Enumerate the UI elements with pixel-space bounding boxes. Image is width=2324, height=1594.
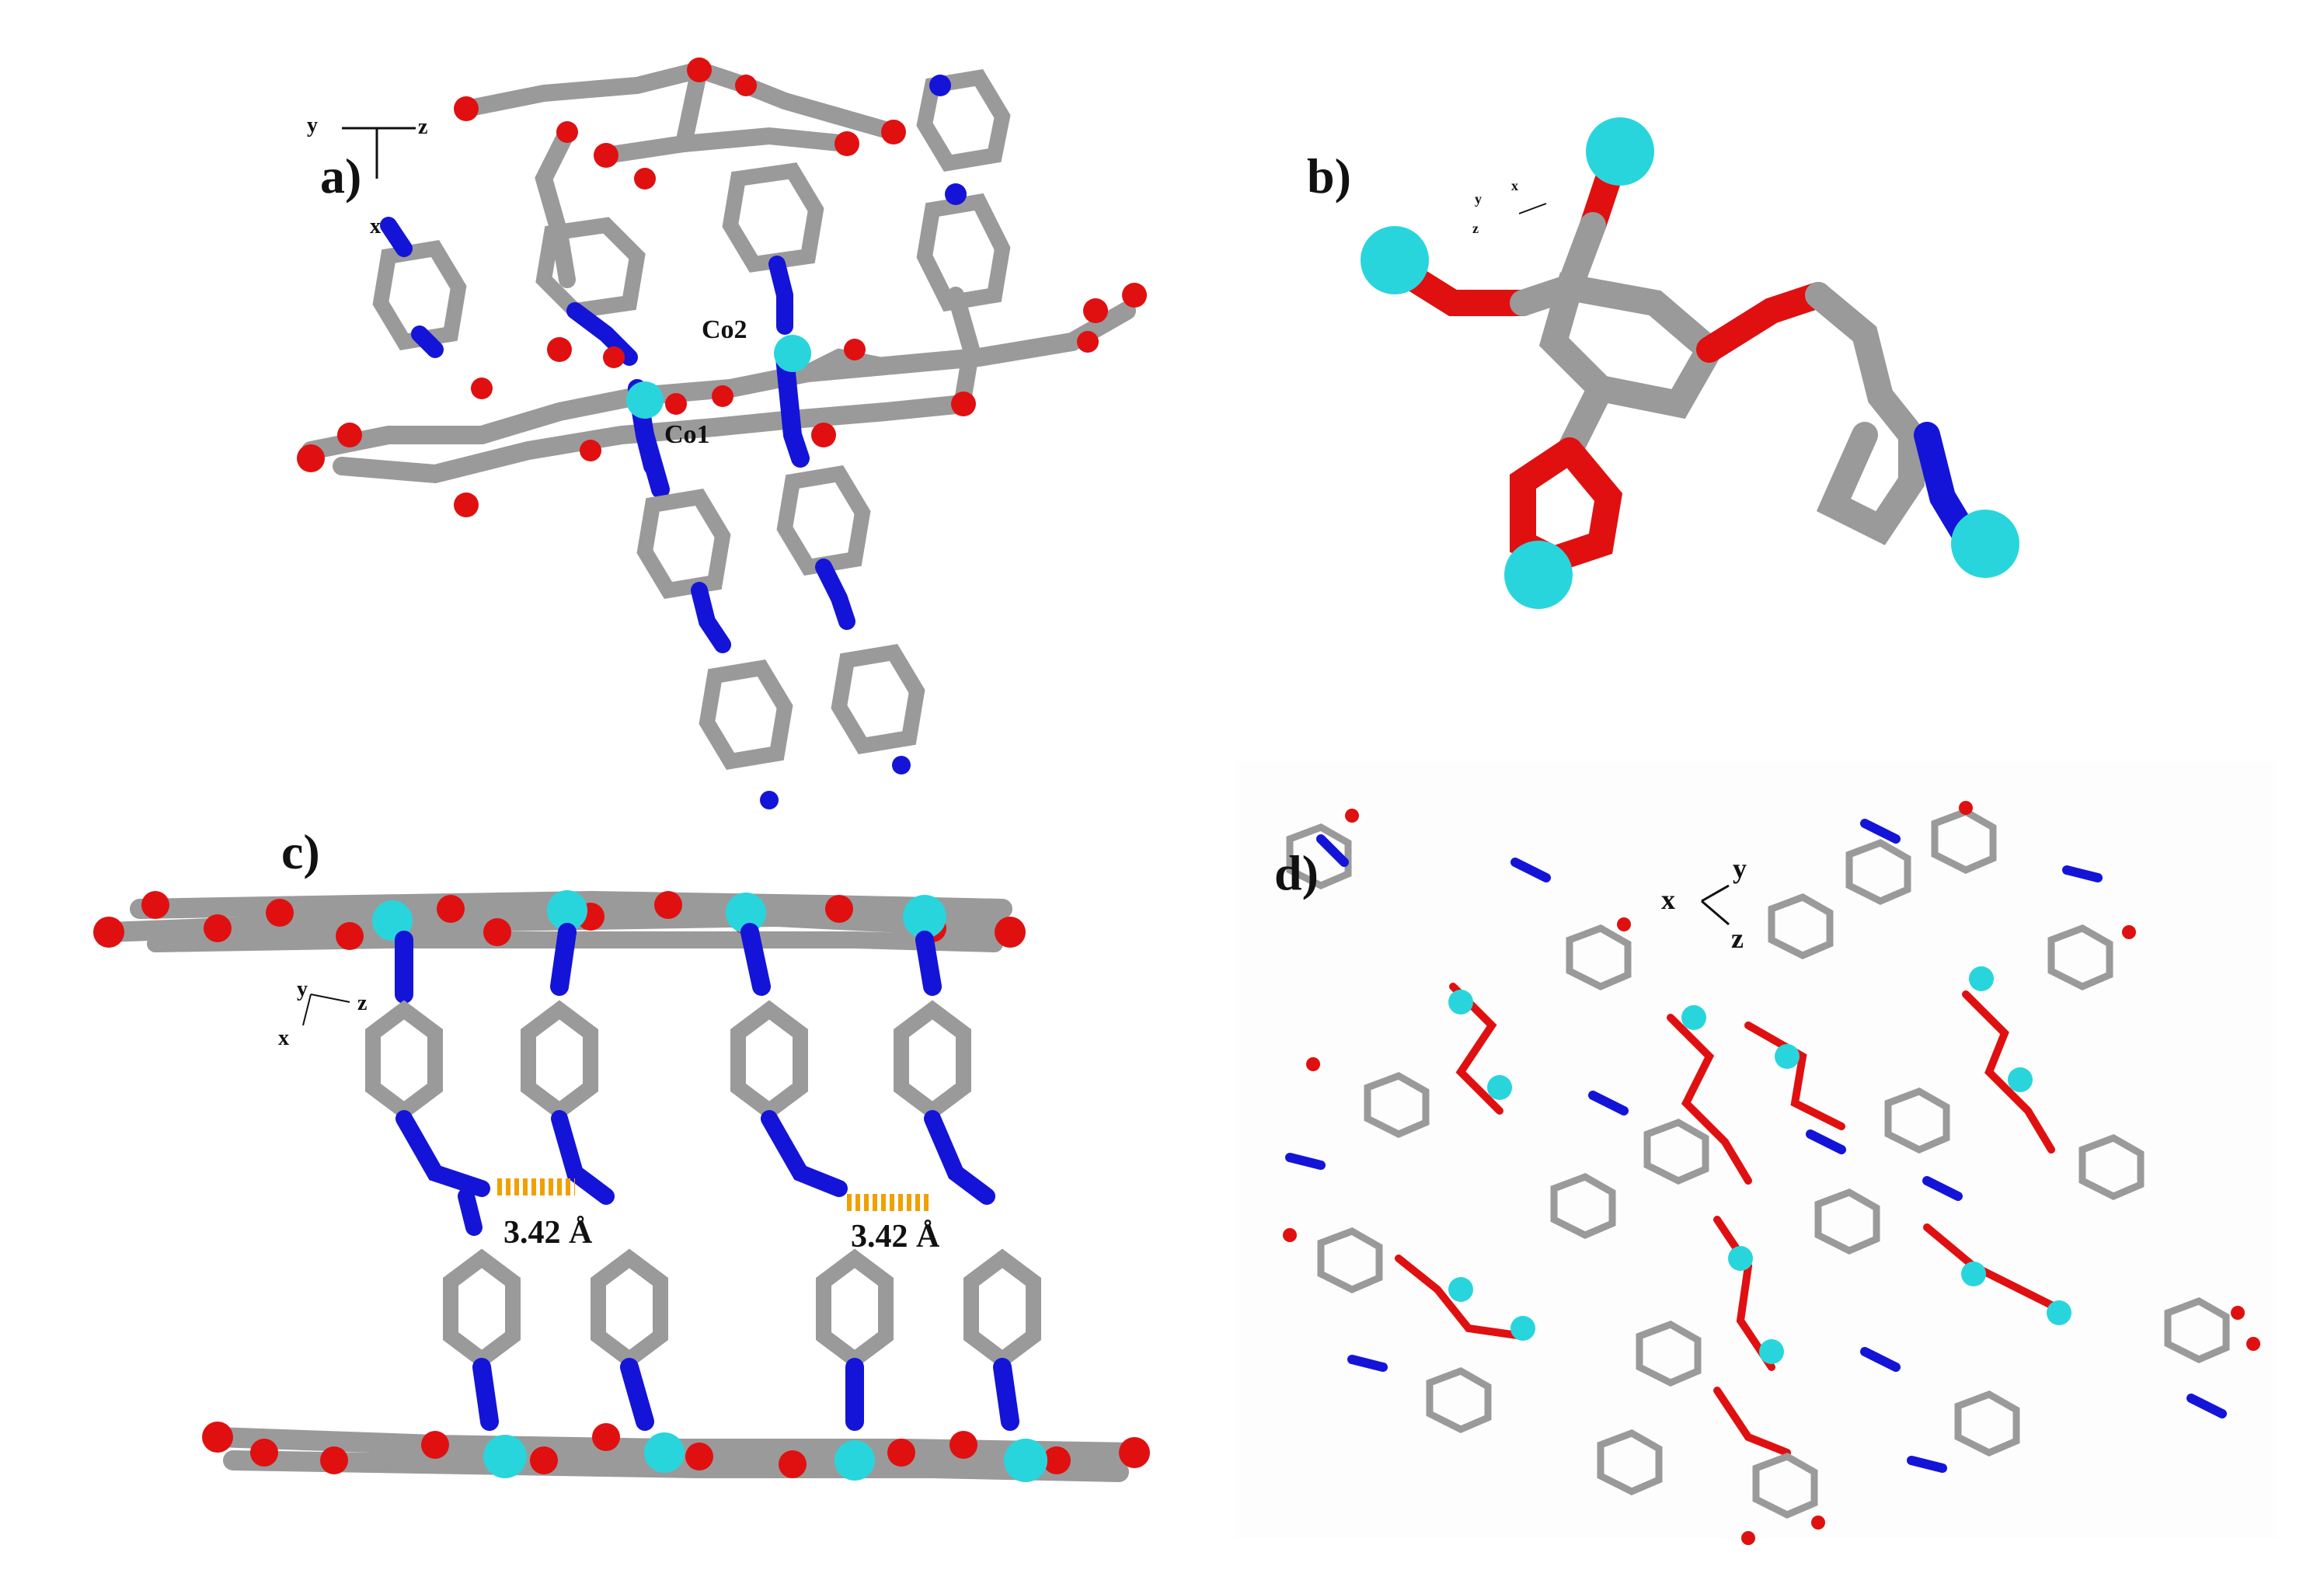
panel-c-bottom-layer bbox=[202, 1422, 1150, 1482]
panel-d-axis-indicator: x y z bbox=[1661, 853, 1747, 954]
panel-d-axis-y: y bbox=[1733, 853, 1747, 884]
panel-c-top-layer bbox=[93, 890, 1026, 952]
panel-b-co-right bbox=[1951, 510, 2019, 578]
panel-a-label: a) bbox=[320, 148, 361, 204]
panel-d-axis-z: z bbox=[1731, 923, 1744, 954]
panel-c-axis-z: z bbox=[357, 991, 367, 1015]
panel-b-axis-indicator: y x z bbox=[1472, 178, 1547, 236]
panel-c-label: c) bbox=[281, 824, 320, 879]
panel-b-co-left bbox=[1361, 226, 1429, 294]
panel-c-axis-y: y bbox=[297, 977, 308, 1001]
panel-b-co-top bbox=[1586, 117, 1654, 186]
panel-d-label: d) bbox=[1274, 845, 1319, 900]
co2-label: Co2 bbox=[702, 315, 747, 344]
co1-label: Co1 bbox=[664, 420, 710, 449]
panel-b-axis-x: x bbox=[1511, 178, 1518, 193]
panel-c-axis-indicator: y z x bbox=[278, 977, 367, 1050]
panel-a-top-linker bbox=[454, 57, 906, 288]
panel-a: y z x a) Co2 Co1 bbox=[297, 57, 1147, 809]
panel-a-pyridines-lower bbox=[636, 465, 925, 809]
panel-b-co-bottom bbox=[1504, 541, 1573, 609]
panel-b: y x z b) bbox=[1307, 117, 2019, 609]
co1-atom bbox=[626, 381, 664, 419]
panel-b-axis-z: z bbox=[1472, 221, 1479, 236]
panel-d-network bbox=[1283, 801, 2260, 1545]
panel-a-axis-y: y bbox=[307, 113, 318, 137]
panel-a-pyridines-upper bbox=[372, 69, 1011, 366]
panel-a-axis-x: x bbox=[370, 214, 381, 238]
panel-c-contacts: 3.42 Å 3.42 Å bbox=[497, 1178, 940, 1255]
panel-a-axis-z: z bbox=[418, 115, 427, 139]
panel-a-cobalt bbox=[626, 335, 811, 499]
panel-d: x y z d) bbox=[1235, 761, 2277, 1545]
contact-distance-1: 3.42 Å bbox=[503, 1215, 593, 1251]
panel-c-axis-x: x bbox=[278, 1026, 289, 1050]
panel-d-axis-x: x bbox=[1661, 884, 1675, 915]
panel-b-label: b) bbox=[1307, 148, 1351, 204]
co2-atom bbox=[774, 335, 811, 372]
panel-c: 3.42 Å 3.42 Å y z x c) bbox=[93, 824, 1150, 1482]
panel-a-axis-indicator: y z x bbox=[307, 113, 427, 238]
panel-b-axis-y: y bbox=[1475, 191, 1482, 207]
panel-c-pillars bbox=[365, 923, 1041, 1431]
panel-a-main-layer bbox=[297, 283, 1147, 517]
contact-distance-2: 3.42 Å bbox=[851, 1219, 940, 1255]
